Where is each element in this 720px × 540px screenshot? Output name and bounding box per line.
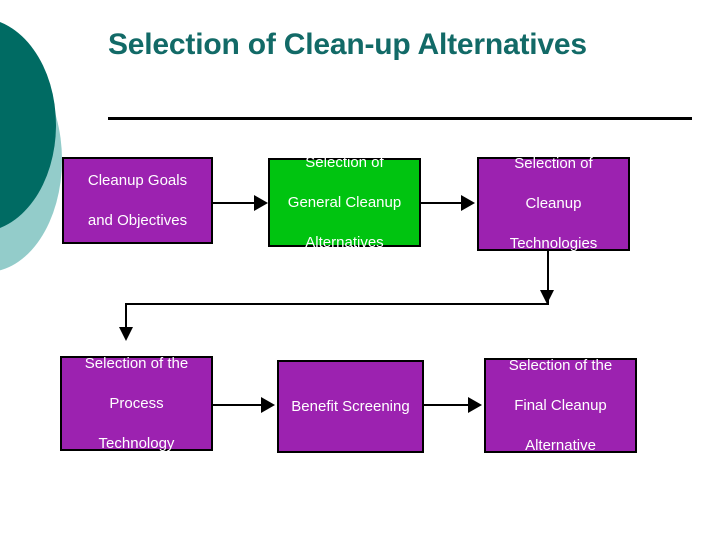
flow-node-line: Technologies [509,235,598,252]
flow-node-line: Alternatives [305,233,384,251]
flow-node-final-cleanup-alternative[interactable]: Selection of the Final Cleanup Alternati… [484,356,637,454]
flow-node-cleanup-technologies[interactable]: Selection of Cleanup Technologies [477,155,630,252]
flow-node-line: Technology [98,434,175,452]
flow-node-line: General Cleanup [287,193,402,211]
title-divider [108,117,692,120]
connector-n5-n6-arrowhead-icon [468,397,482,413]
flow-node-line: Selection of the [508,356,613,374]
flow-node-line: and Objectives [87,211,188,229]
flow-node-cleanup-goals[interactable]: Cleanup Goals and Objectives [62,157,213,244]
connector-n1-n2-arrowhead-icon [254,195,268,211]
flow-node-line: Selection of [305,153,384,171]
flow-node-line: Alternative [525,436,596,454]
connector-n1-n2-line [213,202,256,204]
connector-n2-n3-arrowhead-icon [461,195,475,211]
flow-node-benefit-screening[interactable]: Benefit Screening [277,360,424,453]
flow-node-general-cleanup-alternatives[interactable]: Selection of General Cleanup Alternative… [268,154,421,251]
connector-n3-down-line [547,251,549,303]
flow-node-line: Process [109,394,164,412]
flow-node-line: Benefit Screening [291,397,410,415]
flow-node-process-technology[interactable]: Selection of the Process Technology [60,354,213,452]
connector-n3-n4-arrowhead-icon [119,327,133,341]
connector-n4-down-line [125,303,127,337]
flow-node-line: Cleanup [525,195,582,212]
connector-n3-down-arrowhead-icon [540,290,554,304]
flow-node-line: Selection of the [84,354,189,372]
flow-node-line: Final Cleanup [514,396,607,414]
connector-n3-n4-horizontal-line [125,303,549,305]
connector-n2-n3-line [421,202,463,204]
connector-n4-n5-line [213,404,263,406]
connector-n4-n5-arrowhead-icon [261,397,275,413]
flow-node-line: Selection of [514,155,593,172]
flow-node-line: Cleanup Goals [87,171,188,189]
slide-title: Selection of Clean-up Alternatives [108,28,587,61]
connector-n5-n6-line [424,404,470,406]
